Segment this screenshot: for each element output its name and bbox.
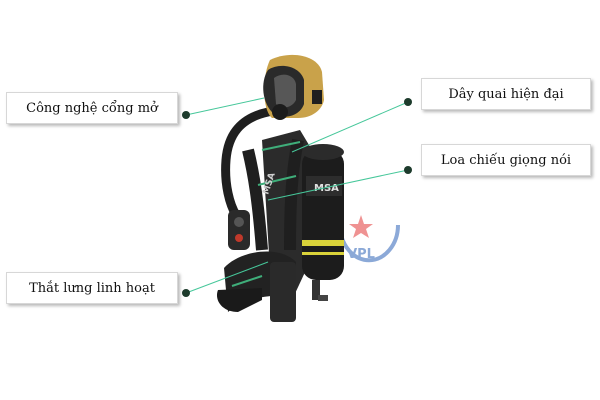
callout-dot-belt <box>182 289 190 297</box>
watermark-logo: VPL <box>338 215 400 263</box>
leader-line-belt <box>185 261 269 294</box>
cylinder-brand-text: MSA <box>314 183 339 194</box>
callout-label: Công nghệ cổng mở <box>26 100 158 116</box>
pressure-gauge <box>228 210 250 250</box>
star-logo-icon <box>349 215 373 238</box>
callout-modern-straps: Dây quai hiện đại <box>421 78 591 110</box>
watermark-text: VPL <box>347 247 375 262</box>
callout-dot-speaker <box>404 166 412 174</box>
callout-label: Dây quai hiện đại <box>448 86 564 102</box>
callout-label: Loa chiếu giọng nói <box>440 152 572 168</box>
callout-dot-open-port <box>182 111 190 119</box>
leader-line-straps <box>291 101 409 153</box>
breathing-hose <box>221 107 273 220</box>
callout-label: Thắt lưng linh hoạt <box>29 280 155 296</box>
callout-open-port-technology: Công nghệ cổng mở <box>6 92 178 124</box>
callout-dot-straps <box>404 98 412 106</box>
leader-lines <box>185 97 409 294</box>
callout-voice-speaker: Loa chiếu giọng nói <box>421 144 591 176</box>
air-cylinder: MSA <box>302 144 344 301</box>
leader-line-speaker <box>267 169 409 201</box>
waist-belt <box>216 251 296 322</box>
callout-flexible-belt: Thắt lưng linh hoạt <box>6 272 178 304</box>
leader-line-open-port <box>185 97 265 116</box>
face-mask <box>263 54 324 120</box>
